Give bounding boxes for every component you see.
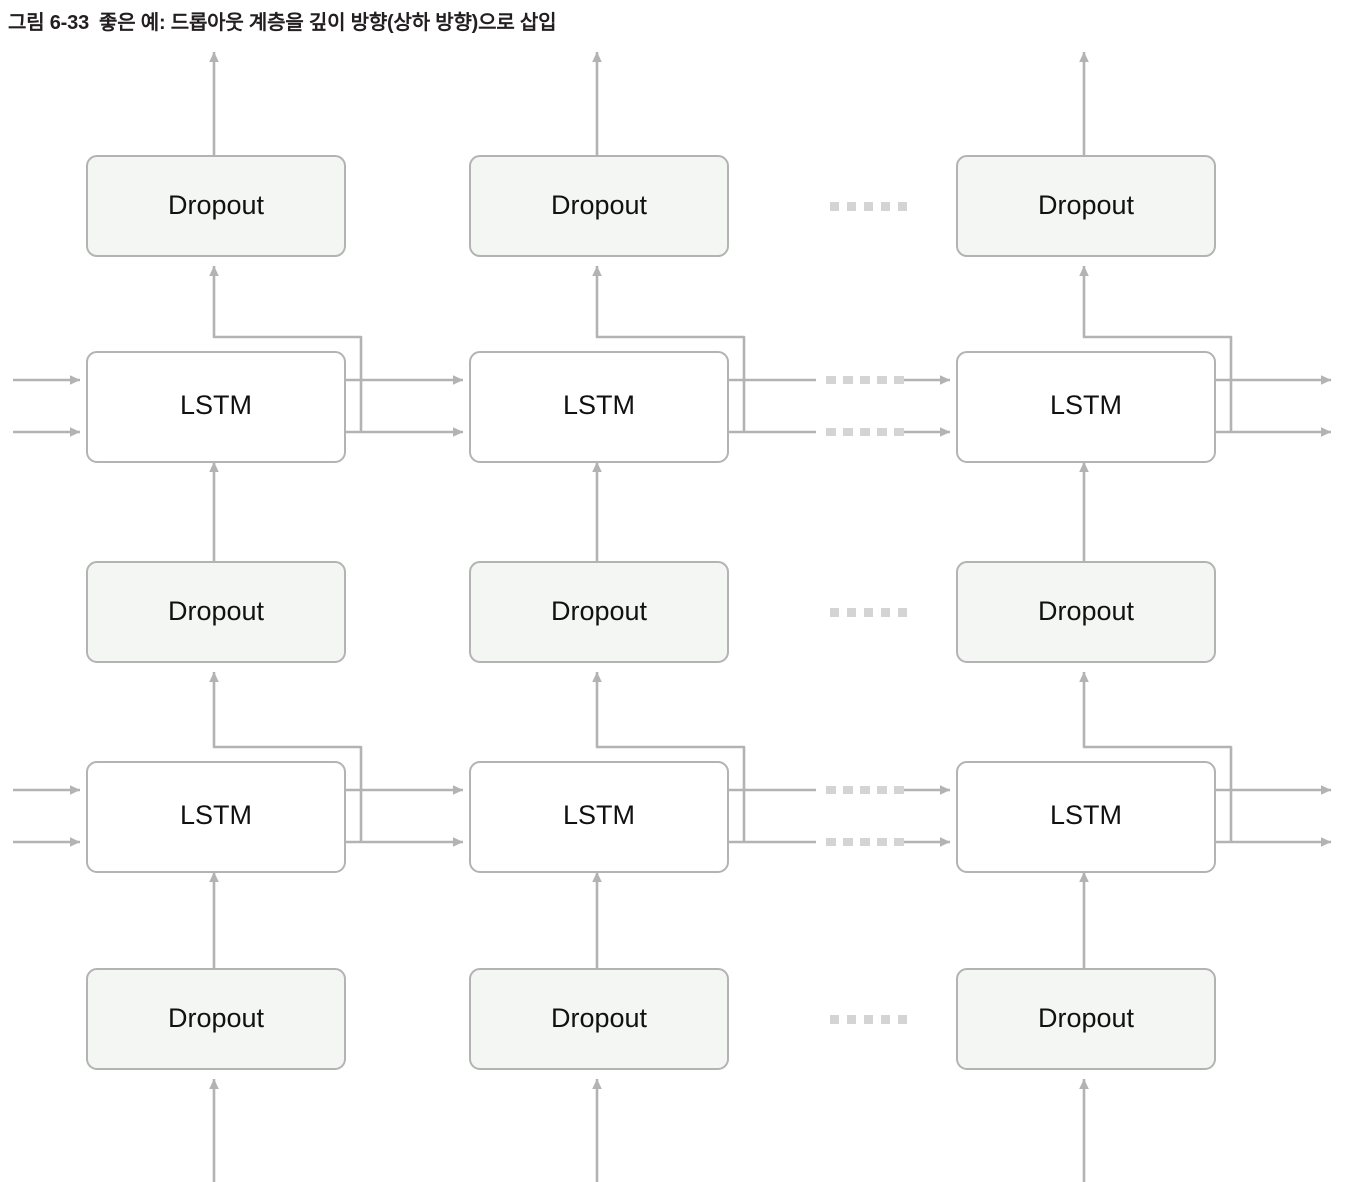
node-box[interactable]	[469, 351, 729, 463]
node-box[interactable]	[956, 761, 1216, 873]
node-dropout-r0-c1[interactable]: Dropout	[469, 155, 729, 257]
node-box[interactable]	[86, 761, 346, 873]
wire-layer	[13, 51, 1332, 1182]
node-box[interactable]	[469, 561, 729, 663]
node-label: LSTM	[563, 390, 635, 420]
branch-lstm-bot-col2	[1079, 671, 1233, 842]
node-label: Dropout	[1038, 1003, 1135, 1033]
node-box[interactable]	[86, 155, 346, 257]
node-label: Dropout	[168, 190, 265, 220]
node-label: Dropout	[1038, 596, 1135, 626]
ellipsis-dropout-row0	[830, 202, 907, 211]
node-dropout-r0-c2[interactable]: Dropout	[956, 155, 1216, 257]
node-box[interactable]	[86, 561, 346, 663]
branch-lstm-top-col1	[592, 265, 746, 432]
node-lstm-r1-c0[interactable]: LSTM	[86, 351, 346, 463]
figure-number: 그림 6-33	[8, 12, 89, 34]
node-lstm-r3-c2[interactable]: LSTM	[956, 761, 1216, 873]
figure-caption: 그림 6-33 좋은 예: 드롭아웃 계층을 깊이 방향(상하 방향)으로 삽입	[8, 6, 556, 35]
node-label: Dropout	[551, 1003, 648, 1033]
node-box[interactable]	[469, 155, 729, 257]
node-box[interactable]	[86, 351, 346, 463]
ellipsis-lstm-row3-c	[826, 838, 904, 846]
node-dropout-r2-c1[interactable]: Dropout	[469, 561, 729, 663]
node-box[interactable]	[86, 968, 346, 1070]
branch-lstm-top-col0	[209, 265, 363, 432]
node-box[interactable]	[956, 561, 1216, 663]
node-dropout-r0-c0[interactable]: Dropout	[86, 155, 346, 257]
node-lstm-r1-c1[interactable]: LSTM	[469, 351, 729, 463]
branch-lstm-bot-col0	[209, 671, 363, 842]
ellipsis-dropout-row4	[830, 1015, 907, 1024]
ellipsis-lstm-row3-h	[826, 786, 904, 794]
node-lstm-r3-c0[interactable]: LSTM	[86, 761, 346, 873]
node-box[interactable]	[469, 968, 729, 1070]
ellipsis-dropout-row2	[830, 608, 907, 617]
ellipsis-lstm-row1-h	[826, 376, 904, 384]
node-dropout-r4-c2[interactable]: Dropout	[956, 968, 1216, 1070]
node-label: Dropout	[551, 190, 648, 220]
node-dropout-r4-c0[interactable]: Dropout	[86, 968, 346, 1070]
node-label: Dropout	[168, 596, 265, 626]
node-box[interactable]	[469, 761, 729, 873]
node-dropout-r2-c2[interactable]: Dropout	[956, 561, 1216, 663]
node-label: Dropout	[551, 596, 648, 626]
node-label: LSTM	[180, 390, 252, 420]
node-box[interactable]	[956, 351, 1216, 463]
node-dropout-r2-c0[interactable]: Dropout	[86, 561, 346, 663]
node-layer: Dropout Dropout Dropout LSTM LSTM LSTM D…	[86, 155, 1216, 1070]
figure-caption-text: 좋은 예: 드롭아웃 계층을 깊이 방향(상하 방향)으로 삽입	[99, 12, 557, 34]
node-label: LSTM	[563, 800, 635, 830]
node-label: Dropout	[168, 1003, 265, 1033]
branch-lstm-top-col2	[1079, 265, 1233, 432]
node-label: Dropout	[1038, 190, 1135, 220]
ellipsis-layer	[826, 202, 907, 1024]
node-box[interactable]	[956, 155, 1216, 257]
node-label: LSTM	[1050, 390, 1122, 420]
branch-lstm-bot-col1	[592, 671, 746, 842]
ellipsis-lstm-row1-c	[826, 428, 904, 436]
node-label: LSTM	[1050, 800, 1122, 830]
node-lstm-r3-c1[interactable]: LSTM	[469, 761, 729, 873]
node-dropout-r4-c1[interactable]: Dropout	[469, 968, 729, 1070]
node-box[interactable]	[956, 968, 1216, 1070]
node-lstm-r1-c2[interactable]: LSTM	[956, 351, 1216, 463]
node-label: LSTM	[180, 800, 252, 830]
